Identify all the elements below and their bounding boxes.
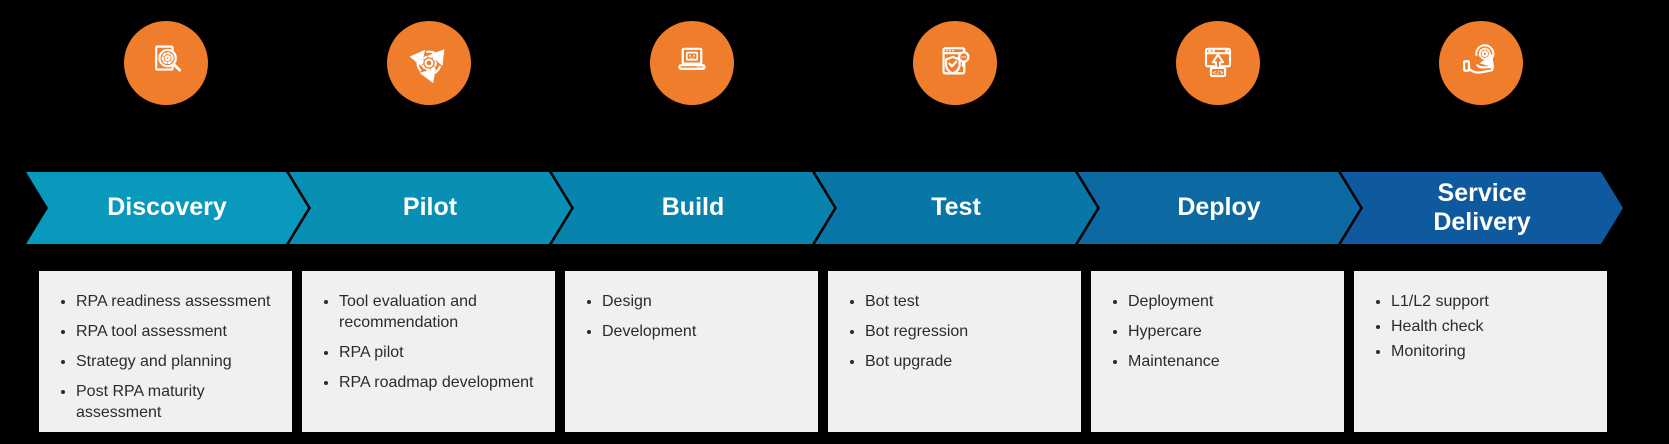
stage-banner-service-delivery: Service Delivery <box>1341 172 1623 244</box>
stage-item: RPA roadmap development <box>339 372 545 393</box>
stage-icon-cell-service-delivery <box>1341 21 1604 105</box>
stage-item-list: Tool evaluation and recommendation RPA p… <box>322 291 545 393</box>
stage-detail-row: RPA readiness assessment RPA tool assess… <box>39 271 1607 432</box>
stage-banner-discovery: Discovery <box>26 172 308 244</box>
stage-item: Post RPA maturity assessment <box>76 381 282 423</box>
browser-shield-check-icon <box>941 47 970 75</box>
stage-icon-cell-test <box>815 21 1078 105</box>
stage-icons-row: </> <box>26 21 1604 105</box>
stage-item-list: RPA readiness assessment RPA tool assess… <box>59 291 282 424</box>
stage-icon-circle <box>386 21 471 105</box>
stage-item: Tool evaluation and recommendation <box>339 291 545 333</box>
stage-item: Strategy and planning <box>76 351 282 372</box>
stage-banner-label: Test <box>931 193 981 222</box>
stage-item: Bot test <box>865 291 1071 312</box>
stage-banner-row: Discovery Pilot Build Test Deploy Servic… <box>26 172 1604 244</box>
gear-cycle-icon <box>409 49 444 84</box>
stage-item-list: Deployment Hypercare Maintenance <box>1111 291 1334 372</box>
stage-banner-label: Pilot <box>402 193 458 222</box>
stage-banner-deploy: Deploy <box>1078 172 1360 244</box>
stage-banner-label: Discovery <box>107 193 227 222</box>
stage-box-discovery: RPA readiness assessment RPA tool assess… <box>39 271 292 432</box>
stage-item: RPA tool assessment <box>76 321 282 342</box>
stage-icon-circle: </> <box>1175 21 1260 105</box>
stage-icon-cell-deploy: </> <box>1078 21 1341 105</box>
stage-item-list: L1/L2 support Health check Monitoring <box>1374 291 1597 362</box>
stage-icon-circle <box>123 21 208 105</box>
stage-banner-label: Build <box>661 193 725 222</box>
stage-banner-test: Test <box>815 172 1097 244</box>
stage-item: Monitoring <box>1391 341 1597 362</box>
stage-item: Hypercare <box>1128 321 1334 342</box>
stage-item: L1/L2 support <box>1391 291 1597 312</box>
stage-item: Bot regression <box>865 321 1071 342</box>
stage-box-test: Bot test Bot regression Bot upgrade <box>828 271 1081 432</box>
stage-item-list: Design Development <box>585 291 808 342</box>
stage-box-build: Design Development <box>565 271 818 432</box>
stage-item: Design <box>602 291 808 312</box>
stage-item: Deployment <box>1128 291 1334 312</box>
stage-icon-cell-pilot <box>289 21 552 105</box>
stage-box-deploy: Deployment Hypercare Maintenance <box>1091 271 1344 432</box>
stage-item: RPA readiness assessment <box>76 291 282 312</box>
stage-item: Maintenance <box>1128 351 1334 372</box>
stage-box-pilot: Tool evaluation and recommendation RPA p… <box>302 271 555 432</box>
stage-icon-circle <box>649 21 734 105</box>
hand-gear-icon <box>1462 44 1494 74</box>
laptop-bot-icon <box>677 47 706 70</box>
browser-upload-code-icon: </> <box>1204 47 1231 78</box>
stage-banner-build: Build <box>552 172 834 244</box>
svg-text:</>: </> <box>1212 70 1223 76</box>
stage-item: Bot upgrade <box>865 351 1071 372</box>
stage-banner-pilot: Pilot <box>289 172 571 244</box>
stage-box-service-delivery: L1/L2 support Health check Monitoring <box>1354 271 1607 432</box>
stage-item: Health check <box>1391 316 1597 337</box>
stage-banner-label: Deploy <box>1177 193 1261 222</box>
stage-banner-label: Service Delivery <box>1433 178 1531 236</box>
stage-item: Development <box>602 321 808 342</box>
stage-icon-cell-discovery <box>26 21 289 105</box>
document-search-icon <box>154 45 181 72</box>
stage-item: RPA pilot <box>339 342 545 363</box>
stage-icon-circle <box>1438 21 1523 105</box>
stage-item-list: Bot test Bot regression Bot upgrade <box>848 291 1071 372</box>
stage-icon-circle <box>912 21 997 105</box>
stage-icon-cell-build <box>552 21 815 105</box>
